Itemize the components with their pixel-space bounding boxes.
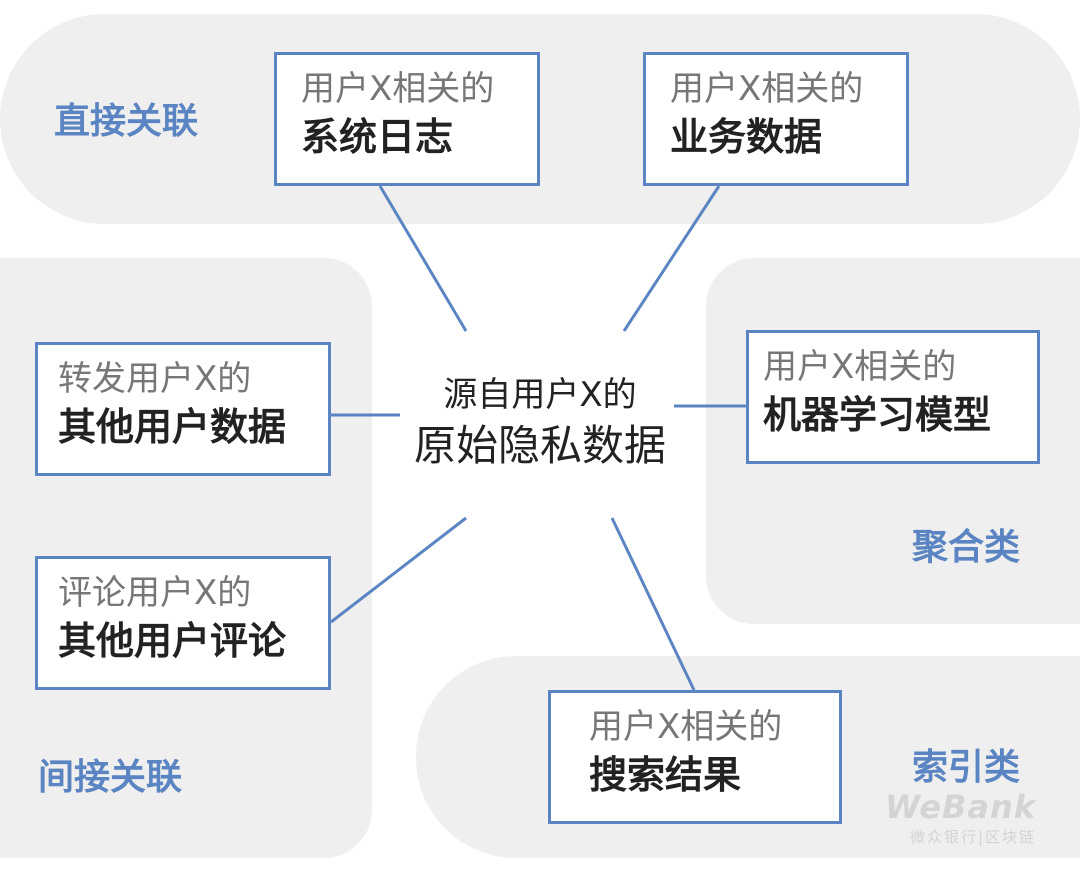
node-ml-models-sub: 用户X相关的 [763, 347, 957, 387]
node-search-results: 用户X相关的 搜索结果 [548, 690, 842, 824]
watermark-tag: 微众银行|区块链 [909, 828, 1036, 846]
connector-comments [330, 516, 467, 624]
center-line-2: 原始隐私数据 [413, 421, 666, 470]
group-label-index: 索引类 [912, 747, 1021, 788]
node-search-results-sub: 用户X相关的 [589, 707, 783, 747]
connector-search-results [610, 517, 696, 691]
watermark-brand: WeBank [885, 788, 1036, 826]
node-comments: 评论用户X的 其他用户评论 [35, 556, 331, 690]
node-ml-models: 用户X相关的 机器学习模型 [746, 330, 1040, 464]
node-system-logs-sub: 用户X相关的 [301, 69, 495, 109]
center-node: 源自用户X的 原始隐私数据 [380, 372, 700, 474]
node-ml-models-main: 机器学习模型 [763, 393, 992, 437]
group-label-indirect: 间接关联 [38, 757, 183, 798]
node-forwarded-data-sub: 转发用户X的 [58, 359, 252, 399]
node-system-logs: 用户X相关的 系统日志 [274, 52, 540, 186]
node-search-results-main: 搜索结果 [589, 753, 742, 797]
node-business-data: 用户X相关的 业务数据 [643, 52, 909, 186]
center-line-1: 源自用户X的 [443, 375, 637, 415]
group-label-aggregate: 聚合类 [912, 527, 1021, 568]
node-business-data-sub: 用户X相关的 [670, 69, 864, 109]
node-comments-main: 其他用户评论 [58, 619, 287, 663]
webank-watermark: WeBank 微众银行|区块链 [885, 788, 1036, 847]
node-business-data-main: 业务数据 [670, 115, 823, 159]
connector-system-logs [378, 185, 468, 332]
connector-business-data [622, 185, 721, 332]
node-forwarded-data-main: 其他用户数据 [58, 405, 287, 449]
node-system-logs-main: 系统日志 [301, 115, 454, 159]
group-label-direct: 直接关联 [54, 101, 199, 142]
node-forwarded-data: 转发用户X的 其他用户数据 [35, 342, 331, 476]
node-comments-sub: 评论用户X的 [58, 573, 252, 613]
